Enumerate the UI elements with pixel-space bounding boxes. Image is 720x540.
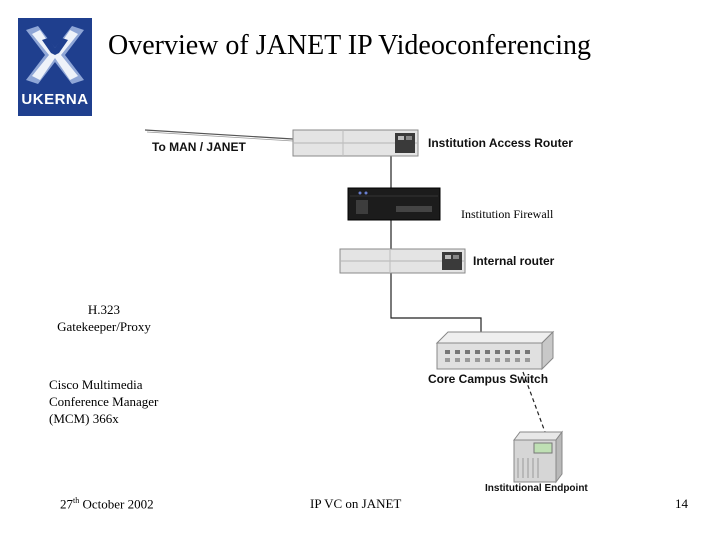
switch-icon — [435, 330, 555, 371]
link-switch-endpoint — [522, 371, 546, 433]
footer-date-suffix: th — [73, 496, 80, 505]
ukerna-logo-icon: UKERNA — [18, 18, 92, 116]
slide-title: Overview of JANET IP Videoconferencing — [108, 30, 591, 61]
logo-cross-graphic — [26, 26, 84, 84]
mcm-label-line2: Conference Manager — [49, 394, 159, 409]
core-switch-label: Core Campus Switch — [428, 372, 549, 386]
internal-router-icon — [339, 248, 466, 274]
footer-date-day: 27 — [60, 496, 73, 512]
mcm-label: Cisco Multimedia Conference Manager (MCM… — [49, 376, 158, 427]
access-router-label: Institution Access Router — [428, 136, 573, 150]
endpoint-label: Institutional Endpoint — [485, 483, 588, 494]
mcm-label-line3: (MCM) 366x — [49, 411, 119, 426]
to-man-label: To MAN / JANET — [152, 140, 246, 154]
footer-date-rest: October 2002 — [79, 496, 154, 512]
gatekeeper-label-line2: Gatekeeper/Proxy — [57, 319, 151, 334]
link-internal-switch — [390, 273, 482, 332]
footer-center: IP VC on JANET — [310, 496, 402, 511]
gatekeeper-label: H.323 Gatekeeper/Proxy — [44, 301, 164, 335]
firewall-label: Institution Firewall — [461, 207, 554, 221]
firewall-icon — [347, 187, 441, 221]
endpoint-icon — [513, 430, 563, 484]
wan-link — [144, 129, 294, 140]
gatekeeper-label-line1: H.323 — [87, 302, 121, 317]
footer-date: 27th October 2002 — [60, 496, 154, 512]
wan-link-shadow — [146, 131, 294, 142]
mcm-label-line1: Cisco Multimedia — [49, 377, 143, 392]
page-number: 14 — [675, 496, 688, 511]
internal-router-label: Internal router — [473, 254, 555, 268]
logo-text: UKERNA — [21, 91, 89, 108]
access-router-icon — [292, 129, 419, 157]
